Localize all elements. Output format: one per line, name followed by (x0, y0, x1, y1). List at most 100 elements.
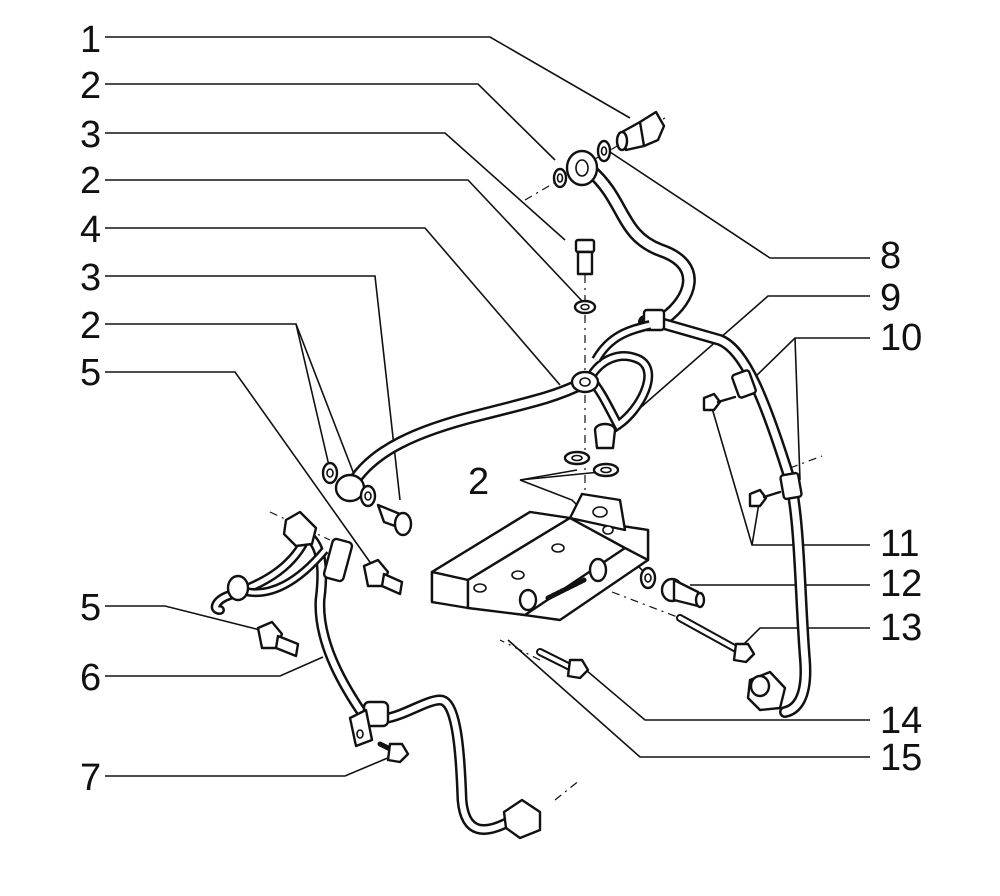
washer-block-side-hole (644, 573, 652, 583)
callout-2: 2 (80, 65, 101, 107)
part-11-small-screws (702, 392, 782, 508)
callout-labels: 1 2 3 2 4 3 2 5 5 6 7 2 8 9 10 11 12 13 … (80, 19, 922, 799)
long-bolt-head (732, 642, 756, 664)
callout-13: 13 (880, 607, 922, 649)
callout-8: 8 (880, 235, 901, 277)
part-2-washer-mid (573, 299, 597, 315)
upper-pipe-tube-inner (586, 166, 694, 327)
leader-2c-1 (105, 323, 331, 471)
pipe-end-nut-right (746, 670, 787, 712)
fitting-tip (694, 591, 706, 609)
screw-shank (576, 250, 594, 276)
fitting-thread (672, 578, 700, 608)
branch-pipe-2-inner (239, 548, 327, 595)
screw-11-lower-shank (762, 490, 782, 499)
part-2-3-left-fitting (321, 461, 413, 537)
washer-top-left-hole (556, 173, 564, 183)
leader-5a (105, 371, 373, 566)
pipe-riser-inner (593, 322, 651, 362)
leader-3b (105, 275, 401, 501)
long-bolt-shank-inner (678, 616, 740, 652)
washer-center-right-hole (600, 466, 612, 474)
block-boss-hole (592, 506, 608, 518)
top-fitting-nut (282, 510, 318, 548)
callout-3: 3 (80, 257, 101, 299)
block-port-side (588, 557, 608, 583)
washer-mid-hole (580, 303, 590, 311)
connector-upper-body (380, 572, 404, 596)
callout-7: 7 (80, 757, 101, 799)
callout-5: 5 (80, 352, 101, 394)
leader-8 (609, 151, 870, 259)
flange-screw-shank-inner (538, 650, 574, 670)
part-12-fitting (660, 577, 706, 609)
plug-body (593, 428, 617, 450)
part-4-left-pipe (334, 320, 654, 503)
leader-7 (105, 756, 391, 777)
axis-bracket (789, 455, 823, 469)
flange-screw-head (566, 658, 590, 680)
part-13-long-bolt (676, 614, 756, 664)
leader-9 (614, 295, 870, 431)
washer-center-left-hole (571, 454, 583, 462)
lower-pipe-bracket-hole (356, 729, 364, 739)
part-3-hollow-screw-center (574, 238, 596, 276)
part-9-plug (593, 422, 617, 450)
pipe-eye-left (334, 473, 366, 503)
leader-6 (105, 656, 324, 677)
part-2-center-washers (563, 450, 620, 478)
bolt-tip (615, 130, 629, 152)
leader-15 (507, 639, 870, 758)
screw-7-head (386, 742, 410, 764)
part-7-small-screw (377, 741, 410, 764)
pipe-loop-inner (586, 353, 651, 429)
leader-13 (739, 627, 870, 649)
pipe-eye-center-hole (579, 377, 591, 387)
block-hole-1 (473, 583, 487, 593)
leader-1 (105, 36, 631, 119)
pipe-clip-upper (731, 369, 757, 399)
lower-pipe-inner (297, 527, 515, 833)
leader-4 (105, 227, 561, 386)
part-8-upper-pipe (565, 149, 696, 329)
leader-2c-2 (295, 323, 363, 496)
part-2-washers-top (552, 139, 612, 189)
callout-3: 3 (80, 114, 101, 156)
screw-11-upper-head (702, 392, 722, 412)
washer-left-outer-hole (326, 468, 334, 478)
block-thread-line (545, 577, 587, 601)
leader-2a (105, 83, 556, 161)
part-15-valve-block (430, 492, 650, 622)
leader-14 (579, 664, 870, 721)
leader-2d-2 (519, 471, 601, 481)
block-hole-2 (511, 570, 525, 580)
callout-2: 2 (468, 461, 489, 503)
axis-block-side (611, 591, 681, 619)
block-port-front (518, 588, 538, 612)
callout-6: 6 (80, 657, 101, 699)
callout-2: 2 (80, 160, 101, 202)
callout-1: 1 (80, 19, 101, 61)
block-hole-4 (602, 525, 614, 535)
screw-11-upper-shank (716, 395, 737, 404)
axis-block-bottom (499, 639, 541, 661)
banjo-eye-hole (575, 159, 589, 177)
pipe-clip-lower (779, 471, 803, 501)
part-1-banjo-bolt (615, 110, 666, 152)
washer-left-inner-hole (364, 491, 372, 501)
part-5-connectors (256, 558, 404, 658)
screw-left-head (393, 511, 413, 537)
part-2-block-washer (639, 566, 657, 590)
block-front-face (466, 516, 627, 617)
callout-2: 2 (80, 305, 101, 347)
leader-10b (794, 337, 801, 481)
callout-11: 11 (880, 523, 919, 565)
callout-14: 14 (880, 700, 922, 742)
leader-lines (105, 36, 870, 777)
connector-lower-body (274, 634, 300, 658)
leader-10a (749, 337, 870, 383)
part-14-flange-screw (536, 648, 590, 680)
leader-5b (105, 605, 269, 633)
